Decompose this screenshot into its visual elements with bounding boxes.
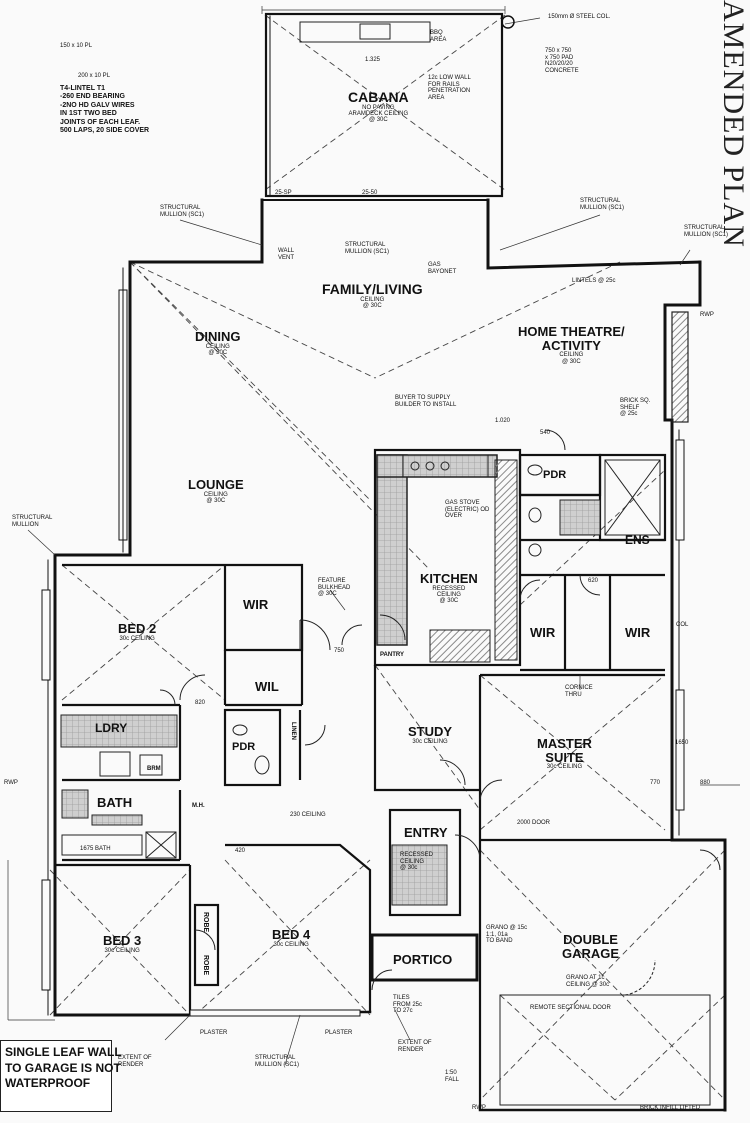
infill-note: BRICK INFILL LIFTED <box>640 1105 701 1111</box>
pl-top-note: 150 x 10 PL <box>60 43 93 49</box>
builder-supply-note: BUYER TO SUPPLY BUILDER TO INSTALL <box>395 395 457 408</box>
dim-1020: 1.020 <box>495 418 511 424</box>
room-family-living: FAMILY/LIVING CEILING @ 30C <box>322 281 423 309</box>
entry-ceiling-note: RECESSED CEILING @ 30c <box>400 852 434 872</box>
room-master-suite: MASTER SUITE 30c CEILING <box>537 736 592 771</box>
dim-750: 750 <box>334 648 345 654</box>
ceiling-lines <box>49 14 726 1101</box>
kitchen-bench-left <box>376 454 408 646</box>
mullion-mid-note: STRUCTURAL MULLION (SC1) <box>345 242 390 255</box>
remote-door-note: REMOTE SECTIONAL DOOR <box>530 1005 611 1011</box>
room-entry: ENTRY <box>404 825 448 840</box>
brick-shelf-note: BRICK SQ. SHELF @ 25c <box>620 398 651 418</box>
mullion-right-note: STRUCTURAL MULLION (SC1) <box>580 198 625 211</box>
garage-ceiling-note: GRANO AT 1c CEILING @ 30c <box>566 975 610 988</box>
pantry-label: PANTRY <box>380 652 404 658</box>
col-note: COL <box>676 622 689 628</box>
mullion-left-note: STRUCTURAL MULLION (SC1) <box>160 205 205 218</box>
windows <box>41 289 685 1017</box>
plan-title: AMENDED PLAN <box>717 0 750 248</box>
dim-880: 880 <box>700 780 711 786</box>
dim-1650: 1650 <box>675 740 689 746</box>
room-pdr-top: PDR <box>543 469 567 481</box>
wall-vent-note: WALL VENT <box>278 248 295 261</box>
mullion-west-note: STRUCTURAL MULLION <box>12 515 53 528</box>
dim-2000: 2000 DOOR <box>517 820 551 826</box>
dim-420: 420 <box>235 848 246 854</box>
bath-fixture-note: 1675 BATH <box>80 846 111 852</box>
room-ens: ENS <box>625 533 650 547</box>
steel-column <box>501 15 515 29</box>
dim-620: 620 <box>588 578 599 584</box>
linen-label: LINEN <box>290 722 296 740</box>
warning-note: SINGLE LEAF WALL TO GARAGE IS NOT WATERP… <box>0 1040 122 1112</box>
entry-tiles <box>391 844 448 906</box>
low-wall-note: 12c LOW WALL FOR RAILS PENETRATION AREA <box>428 75 471 101</box>
robe-label-2: ROBE <box>202 955 209 976</box>
brm-label: BRM <box>147 766 161 772</box>
room-wir-master-1: WIR <box>530 625 556 640</box>
gas-stove-note: GAS STOVE (ELECTRIC) OD OVER <box>445 500 490 520</box>
dim-1325: 1.325 <box>365 57 381 63</box>
mullion-far-note: STRUCTURAL MULLION (SC1) <box>684 225 729 238</box>
lintel-note: T4-LINTEL T1 -260 END BEARING -2NO HD GA… <box>60 85 150 134</box>
dim-770: 770 <box>650 780 661 786</box>
pantry-shelves <box>494 459 518 661</box>
pad-note: 750 x 750 x 750 PAD N20/20/20 CONCRETE <box>545 48 579 74</box>
lintels-note: LINTELS @ 25c <box>572 278 616 284</box>
robe-label-1: ROBE <box>202 912 209 933</box>
dim-25sp: 25-SP <box>275 190 292 196</box>
room-portico: PORTICO <box>393 952 453 967</box>
room-wir-bed-2: WIR <box>243 597 269 612</box>
room-home-theatre: HOME THEATRE/ ACTIVITY CEILING @ 30C <box>518 324 625 365</box>
plaster-note-1: PLASTER <box>200 1030 228 1036</box>
kitchen-island-end <box>429 629 491 663</box>
ceiling-230-note: 230 CEILING <box>290 812 326 818</box>
rwp-note: RWP <box>472 1105 486 1111</box>
grano-note: GRANO @ 15c 1:1, 01a TO BAND <box>486 925 528 945</box>
extent-render-note-2: EXTENT OF RENDER <box>398 1040 432 1053</box>
room-bath: BATH <box>97 795 133 810</box>
fall-note: 1:50 FALL <box>445 1070 460 1083</box>
room-bed-4: BED 4 30c CEILING <box>272 927 311 948</box>
room-double-garage: DOUBLE GARAGE <box>562 932 620 961</box>
steel-col-note: 150mm Ø STEEL COL. <box>548 14 611 20</box>
tiles-note: TILES FROM 25c TO 27c <box>393 995 423 1015</box>
rwp-left: RWP <box>4 780 18 786</box>
dim-540: 540 <box>540 430 551 436</box>
door-swings <box>159 429 721 996</box>
brick-shelf <box>671 311 689 423</box>
feature-bulkhead-note: FEATURE BULKHEAD @ 30C <box>318 578 351 598</box>
dim-820: 820 <box>195 700 206 706</box>
fixtures <box>60 21 711 1106</box>
cornice-note: CORNICE THRU <box>565 685 593 698</box>
leader-lines <box>7 6 740 1066</box>
room-dining: DINING CEILING @ 30C <box>195 329 241 356</box>
bbq-note: BBQ AREA <box>430 30 447 43</box>
room-pdr-bottom: PDR <box>232 741 256 753</box>
interior-walls <box>55 448 672 1110</box>
kitchen-bench-top <box>376 454 498 478</box>
rwp-right: RWP <box>700 312 714 318</box>
manhole-label: M.H. <box>192 803 205 809</box>
dim-2550: 25-50 <box>362 190 378 196</box>
plaster-note-2: PLASTER <box>325 1030 353 1036</box>
extent-render-note: EXTENT OF RENDER <box>118 1055 152 1068</box>
mullion-bottom-note: STRUCTURAL MULLION (SC1) <box>255 1055 300 1068</box>
room-kitchen: KITCHEN RECESSED CEILING @ 30C <box>420 571 478 605</box>
room-lounge: LOUNGE CEILING @ 30C <box>188 477 244 504</box>
gas-bayonet-note: GAS BAYONET <box>428 262 457 275</box>
room-bed-3: BED 3 30c CEILING <box>103 933 142 954</box>
room-study: STUDY 30c CEILING <box>408 724 453 745</box>
room-cabana: CABANA NO PAVING ARAMDECK CEILING @ 30C <box>348 89 409 124</box>
room-bed-2: BED 2 30c CEILING <box>118 621 157 642</box>
pl-bottom-note: 200 x 10 PL <box>78 73 111 79</box>
room-laundry: LDRY <box>95 721 128 735</box>
room-wil: WIL <box>255 679 279 694</box>
room-wir-master-2: WIR <box>625 625 651 640</box>
